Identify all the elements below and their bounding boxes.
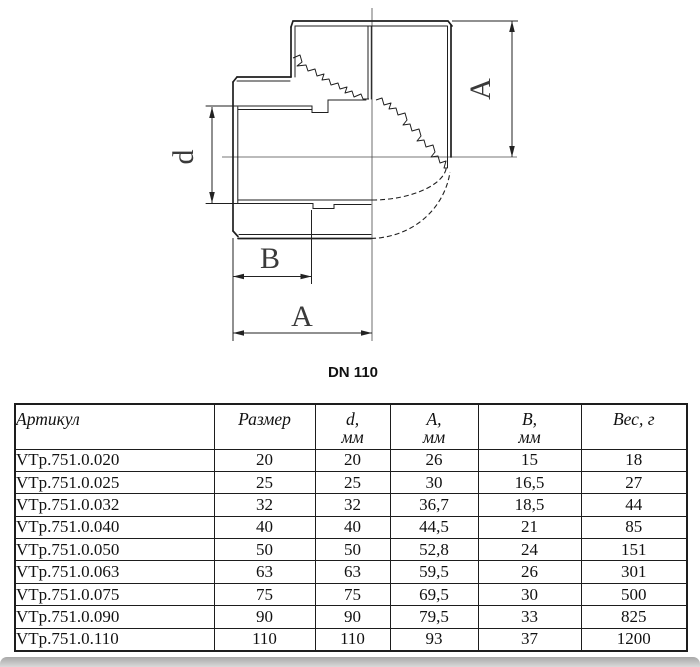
value-cell: 32	[213, 493, 316, 517]
dim-label-b: B	[260, 242, 280, 275]
article-cell: VTp.751.0.050	[14, 538, 215, 562]
value-cell: 18,5	[477, 493, 582, 517]
value-cell: 40	[314, 515, 391, 540]
value-cell: 59,5	[389, 560, 479, 584]
value-cell: 30	[477, 582, 582, 607]
header-article: Артикул	[14, 403, 215, 450]
article-cell: VTp.751.0.020	[14, 448, 215, 472]
value-cell: 33	[477, 605, 582, 629]
header-weight: Вес, г	[580, 403, 688, 450]
value-cell: 90	[314, 605, 391, 629]
drawing-caption: DN 110	[328, 364, 378, 381]
value-cell: 27	[580, 470, 688, 495]
value-cell: 25	[314, 470, 391, 495]
value-cell: 63	[314, 560, 391, 584]
value-cell: 16,5	[477, 470, 582, 495]
value-cell: 30	[389, 470, 479, 495]
value-cell: 20	[213, 448, 316, 472]
value-cell: 151	[580, 538, 688, 562]
value-cell: 75	[213, 582, 316, 607]
value-cell: 26	[389, 448, 479, 472]
value-cell: 50	[213, 538, 316, 562]
value-cell: 110	[213, 627, 316, 652]
dimensions	[209, 20, 518, 341]
elbow-arcs	[370, 165, 451, 240]
header-a: A, мм	[389, 403, 479, 450]
article-cell: VTp.751.0.040	[14, 515, 215, 540]
header-d: d, мм	[314, 403, 391, 450]
technical-drawing: d B A A DN 110	[167, 8, 518, 381]
header-d-unit: мм	[341, 427, 364, 447]
value-cell: 79,5	[389, 605, 479, 629]
dim-label-a-right: A	[464, 78, 497, 100]
break-lines	[292, 54, 447, 169]
article-cell: VTp.751.0.110	[14, 627, 215, 652]
header-b-unit: мм	[518, 427, 541, 447]
value-cell: 63	[213, 560, 316, 584]
value-cell: 500	[580, 582, 688, 607]
value-cell: 50	[314, 538, 391, 562]
value-cell: 25	[213, 470, 316, 495]
header-b-label: B,	[521, 409, 538, 429]
value-cell: 93	[389, 627, 479, 652]
header-row: Артикул Размер d, мм A, мм B, мм	[14, 403, 688, 450]
header-size-label: Размер	[238, 409, 291, 429]
value-cell: 32	[314, 493, 391, 517]
value-cell: 301	[580, 560, 688, 584]
header-size: Размер	[213, 403, 316, 450]
value-cell: 21	[477, 515, 582, 540]
header-d-label: d,	[345, 409, 360, 429]
article-cell: VTp.751.0.032	[14, 493, 215, 517]
value-cell: 75	[314, 582, 391, 607]
value-cell: 85	[580, 515, 688, 540]
header-article-label: Артикул	[16, 409, 80, 429]
value-cell: 20	[314, 448, 391, 472]
value-cell: 90	[213, 605, 316, 629]
article-cell: VTp.751.0.075	[14, 582, 215, 607]
value-cell: 69,5	[389, 582, 479, 607]
value-cell: 37	[477, 627, 582, 652]
dim-label-d: d	[167, 150, 200, 165]
value-cell: 1200	[580, 627, 688, 652]
elbow-outline	[205, 20, 453, 240]
value-cell: 44	[580, 493, 688, 517]
value-cell: 26	[477, 560, 582, 584]
article-cell: VTp.751.0.025	[14, 470, 215, 495]
header-weight-label: Вес, г	[612, 409, 655, 429]
value-cell: 36,7	[389, 493, 479, 517]
value-cell: 18	[580, 448, 688, 472]
header-a-unit: мм	[422, 427, 446, 447]
dim-label-a-bottom: A	[291, 300, 313, 333]
article-cell: VTp.751.0.090	[14, 605, 215, 629]
centerlines	[222, 8, 517, 341]
cropped-bottom-element	[0, 657, 700, 667]
header-b: B, мм	[477, 403, 582, 450]
value-cell: 825	[580, 605, 688, 629]
value-cell: 24	[477, 538, 582, 562]
value-cell: 110	[314, 627, 391, 652]
value-cell: 15	[477, 448, 582, 472]
dimensions-table: Артикул Размер d, мм A, мм B, мм	[14, 403, 688, 652]
value-cell: 52,8	[389, 538, 479, 562]
header-a-label: A,	[426, 409, 442, 429]
value-cell: 44,5	[389, 515, 479, 540]
article-cell: VTp.751.0.063	[14, 560, 215, 584]
value-cell: 40	[213, 515, 316, 540]
